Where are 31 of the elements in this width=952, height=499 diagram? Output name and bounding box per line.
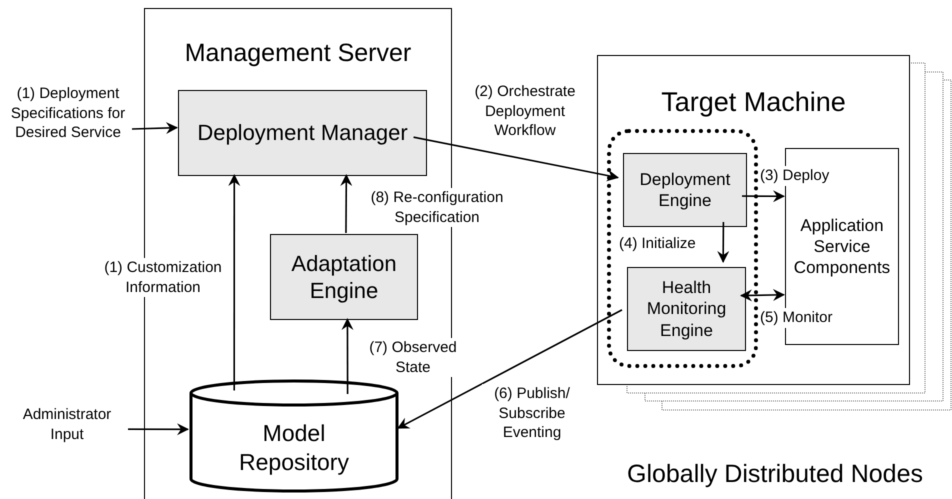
node-label: Management Server xyxy=(184,39,412,67)
node-label: Model Repository xyxy=(238,419,350,477)
arrow xyxy=(717,222,730,263)
arrow xyxy=(228,174,240,391)
arrow xyxy=(132,122,178,134)
node-label: Health Monitoring Engine xyxy=(646,277,728,341)
arrow xyxy=(742,190,785,202)
edge-label: (3) Deploy xyxy=(760,166,830,186)
component-box xyxy=(623,153,747,227)
arrow xyxy=(341,318,354,394)
machine-panel xyxy=(597,55,910,385)
dotted-group-outline xyxy=(607,129,758,368)
component-box xyxy=(785,148,899,345)
arrow xyxy=(340,174,352,233)
arrow xyxy=(740,288,785,302)
input-text: (1) Deployment Specifications for Desired Service xyxy=(4,84,132,174)
node-label: Deployment Manager xyxy=(197,119,408,147)
edge-label: (5) Monitor xyxy=(760,308,833,328)
node-label: Deployment Engine xyxy=(638,168,732,212)
node-label: Application Service Components xyxy=(792,214,892,278)
node-label: Target Machine xyxy=(661,87,846,117)
component-box xyxy=(178,90,427,176)
arrow xyxy=(413,136,619,182)
input-text: Administrator Input xyxy=(6,405,128,449)
edge-label: (4) Initialize xyxy=(619,234,696,254)
component-box xyxy=(270,234,418,320)
arrow xyxy=(128,423,189,436)
component-box xyxy=(627,267,746,351)
caption-text: Globally Distributed Nodes xyxy=(627,460,923,488)
node-label: Adaptation Engine xyxy=(290,250,398,304)
arrow xyxy=(397,309,622,429)
